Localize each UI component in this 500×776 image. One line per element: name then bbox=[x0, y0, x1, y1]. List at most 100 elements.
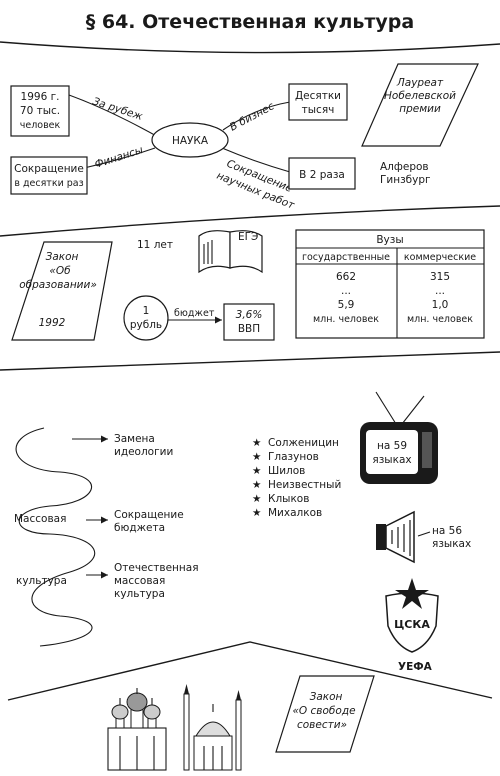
religion-section: Закон «О свободе совести» bbox=[107, 675, 375, 771]
spiral-swirl bbox=[15, 427, 96, 647]
budget-line-2: бюджета bbox=[114, 522, 165, 534]
comm-dots: ... bbox=[435, 285, 445, 297]
mass-culture-line-3: культура bbox=[114, 588, 165, 600]
radio-line-2: языках bbox=[432, 538, 471, 550]
business-label: В бизнес bbox=[228, 100, 277, 133]
education-law-card bbox=[11, 241, 113, 341]
laureate-2: Гинзбург bbox=[380, 174, 431, 186]
business-box bbox=[288, 83, 348, 121]
mass-label-1: Массовая bbox=[14, 513, 66, 525]
abroad-box bbox=[10, 85, 70, 137]
writer-6: Михалков bbox=[268, 507, 322, 519]
tv-line-2: языках bbox=[372, 454, 411, 466]
radio-line-1: на 56 bbox=[432, 525, 462, 537]
conscience-law-line-2: «О свободе bbox=[292, 705, 355, 717]
cathedral-icon bbox=[107, 688, 167, 771]
state-unit: млн. человек bbox=[313, 314, 379, 325]
finance-label: Финансы bbox=[93, 144, 144, 171]
separator-top bbox=[0, 41, 500, 54]
state-students: 5,9 bbox=[338, 299, 355, 311]
reduction-box bbox=[288, 157, 356, 190]
universities-header: Вузы bbox=[376, 234, 403, 246]
universities-table: Вузы государственные коммерческие 662 ..… bbox=[295, 229, 485, 339]
writer-5: Клыков bbox=[268, 493, 309, 505]
col-comm-header: коммерческие bbox=[404, 252, 476, 263]
abroad-box-line-3: человек bbox=[20, 120, 61, 131]
gdp-line-1: 3,6% bbox=[236, 309, 263, 321]
radio-pointer bbox=[417, 531, 431, 537]
comm-unit: млн. человек bbox=[407, 314, 473, 325]
page-title: § 64. Отечественная культура bbox=[86, 11, 414, 33]
abroad-box-line-2: 70 тыс. bbox=[20, 105, 60, 117]
club-logo-letters: ЦСКА bbox=[394, 618, 430, 631]
tv-icon bbox=[360, 391, 438, 484]
writer-4: Неизвестный bbox=[268, 479, 341, 491]
connector-reduction bbox=[221, 147, 291, 173]
abroad-box-line-1: 1996 г. bbox=[21, 91, 60, 103]
nobel-card bbox=[361, 63, 479, 147]
budget-line-1: Сокращение bbox=[114, 509, 184, 521]
state-count: 662 bbox=[336, 271, 356, 283]
connector-abroad bbox=[68, 94, 161, 139]
mass-label-2: культура bbox=[16, 575, 67, 587]
finance-box bbox=[10, 156, 88, 195]
mass-culture-section: Замена идеологии Сокращение бюджета Отеч… bbox=[14, 391, 471, 673]
finance-box-line-1: Сокращение bbox=[14, 163, 84, 175]
abroad-label: За рубеж bbox=[91, 95, 144, 123]
writer-2: Глазунов bbox=[268, 451, 319, 463]
nobel-line-2: Нобелевской bbox=[384, 90, 456, 102]
separator-science bbox=[0, 205, 500, 237]
science-ellipse bbox=[151, 122, 229, 158]
ideology-line-2: идеологии bbox=[114, 446, 173, 458]
col-state-header: государственные bbox=[302, 252, 390, 263]
club-logo-icon: ЦСКА bbox=[385, 578, 439, 653]
reduction-box-text: В 2 раза bbox=[299, 169, 345, 181]
loudspeaker-icon bbox=[376, 510, 415, 564]
state-dots: ... bbox=[341, 285, 351, 297]
mosque-icon bbox=[183, 684, 242, 771]
business-box-line-1: Десятки bbox=[295, 90, 341, 102]
exam-label: ЕГЭ bbox=[238, 231, 258, 243]
connector-business bbox=[222, 101, 291, 131]
finance-box-line-2: в десятки раз bbox=[14, 178, 83, 189]
star-icon: ★ bbox=[252, 465, 261, 477]
science-section: НАУКА За рубеж Финансы В бизнес Сокращен… bbox=[10, 63, 479, 212]
gdp-box bbox=[223, 303, 275, 341]
writers-list: ★ Солженицин ★ Глазунов ★ Шилов ★ Неизве… bbox=[252, 437, 341, 519]
nobel-line-3: премии bbox=[399, 103, 441, 115]
education-law-line-2: «Об bbox=[49, 265, 71, 277]
separator-education bbox=[0, 351, 500, 371]
comm-students: 1,0 bbox=[432, 299, 449, 311]
gdp-line-2: ВВП bbox=[238, 323, 260, 335]
school-years: 11 лет bbox=[137, 239, 173, 251]
nobel-line-1: Лауреат bbox=[396, 77, 444, 89]
education-law-line-3: образовании» bbox=[19, 279, 97, 291]
star-icon: ★ bbox=[252, 479, 261, 491]
comm-count: 315 bbox=[430, 271, 450, 283]
mass-culture-line-2: массовая bbox=[114, 575, 165, 587]
education-law-year: 1992 bbox=[39, 317, 66, 329]
budget-label: бюджет bbox=[174, 308, 215, 319]
separator-roof bbox=[7, 641, 493, 701]
book-icon bbox=[198, 230, 263, 274]
tv-line-1: на 59 bbox=[377, 440, 407, 452]
science-center-label: НАУКА bbox=[172, 135, 209, 147]
ruble-line-2: рубль bbox=[130, 319, 162, 331]
writer-3: Шилов bbox=[268, 465, 305, 477]
laureate-1: Алферов bbox=[380, 161, 429, 173]
writer-1: Солженицин bbox=[268, 437, 339, 449]
ideology-line-1: Замена bbox=[114, 433, 155, 445]
ruble-circle bbox=[123, 295, 169, 341]
star-icon: ★ bbox=[252, 437, 261, 449]
ruble-line-1: 1 bbox=[143, 305, 150, 317]
uefa-label: УЕФА bbox=[398, 661, 433, 673]
star-icon: ★ bbox=[252, 507, 261, 519]
mass-culture-line-1: Отечественная bbox=[114, 562, 199, 574]
conscience-law-card bbox=[275, 675, 375, 753]
education-section: Закон «Об образовании» 1992 11 лет ЕГЭ 1… bbox=[11, 229, 485, 341]
business-box-line-2: тысяч bbox=[302, 104, 335, 116]
education-law-line-1: Закон bbox=[46, 251, 79, 263]
star-icon: ★ bbox=[252, 451, 261, 463]
